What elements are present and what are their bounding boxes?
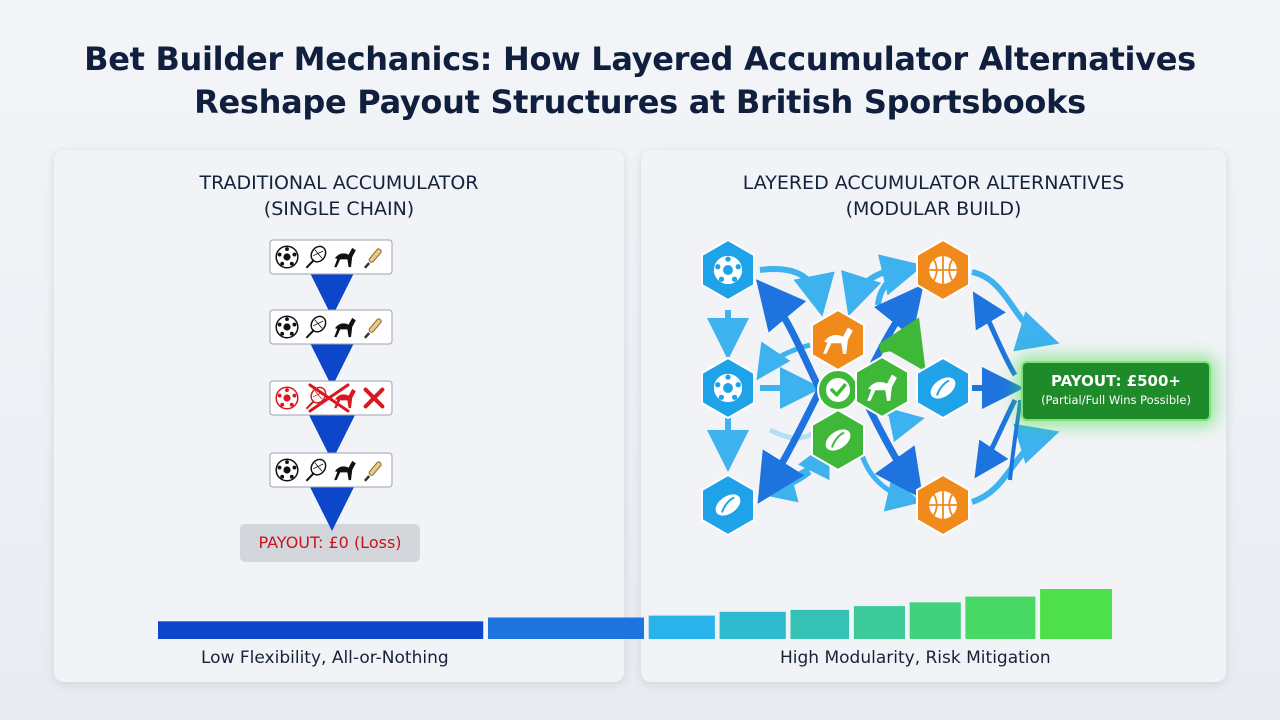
football-icon [712,254,744,286]
network-node [701,474,755,536]
horse-racing-icon [867,374,897,401]
network-nodes-layer [701,239,970,536]
title-line-2: Reshape Payout Structures at British Spo… [194,83,1086,121]
network-node [855,356,909,418]
network-node [701,239,755,301]
title-line-1: Bet Builder Mechanics: How Layered Accum… [84,40,1196,78]
network-node [916,239,970,301]
network-arrow [757,388,824,504]
network-node [817,369,859,411]
horse-racing-icon [823,327,853,354]
network-node [916,357,970,419]
page-title: Bet Builder Mechanics: How Layered Accum… [40,38,1240,124]
win-payout-note: (Partial/Full Wins Possible) [1041,393,1191,407]
football-icon [275,386,299,410]
network-arrows [707,254,1060,512]
network-arrow [756,279,824,392]
network-arrow [878,317,926,372]
check-icon [826,378,850,402]
tennis-icon [305,245,327,269]
horse-racing-icon [334,388,356,409]
network-node [916,474,970,536]
traditional-panel-heading: TRADITIONAL ACCUMULATOR (SINGLE CHAIN) [54,170,624,222]
network-arrow [972,291,1018,377]
horse-racing-icon [334,460,356,481]
traditional-heading-line-2: (SINGLE CHAIN) [263,198,415,220]
football-icon [275,315,299,339]
scale-segment [1040,589,1112,639]
scale-segment [488,617,644,639]
rugby-ball-icon [715,494,741,516]
cricket-icon [363,461,382,482]
cross-out-mark [308,383,350,413]
traditional-accumulator-panel: TRADITIONAL ACCUMULATOR (SINGLE CHAIN) P… [54,150,624,682]
network-node [701,357,755,419]
chain-leg-4 [269,452,393,488]
basketball-icon [929,491,957,519]
scale-segment [909,602,961,639]
layered-panel-heading: LAYERED ACCUMULATOR ALTERNATIVES (MODULA… [641,170,1226,222]
network-arrow [974,398,1018,479]
network-arrow [756,341,811,381]
football-icon [275,458,299,482]
network-arrow [759,266,835,317]
win-payout-badge: PAYOUT: £500+ (Partial/Full Wins Possibl… [1021,361,1211,421]
layered-heading-line-1: LAYERED ACCUMULATOR ALTERNATIVES [742,172,1125,194]
network-node [811,309,865,371]
scale-segment [965,596,1036,639]
cross-icon [363,387,385,409]
horse-racing-icon [334,247,356,268]
football-icon [712,372,744,404]
rugby-ball-icon [930,377,956,399]
high-modularity-label: High Modularity, Risk Mitigation [780,648,1051,668]
rugby-ball-icon [825,429,851,451]
chain-leg-3 [269,380,393,416]
tennis-icon [305,315,327,339]
chain-legs-layer [269,239,393,488]
scale-segment [790,609,850,639]
scale-segment [648,615,715,639]
chain-leg-2 [269,309,393,345]
basketball-icon [929,256,957,284]
flexibility-scale [158,589,1112,639]
win-payout-amount: PAYOUT: £500+ [1051,372,1181,390]
tennis-icon [305,386,327,410]
traditional-heading-line-1: TRADITIONAL ACCUMULATOR [199,172,479,194]
network-arrow [768,427,814,441]
horse-racing-icon [334,317,356,338]
layered-heading-line-2: (MODULAR BUILD) [845,198,1022,220]
network-arrow [971,269,1060,352]
scale-segment [158,621,484,639]
tennis-icon [305,458,327,482]
low-flexibility-label: Low Flexibility, All-or-Nothing [201,648,449,668]
chain-leg-1 [269,239,393,275]
cricket-icon [363,248,382,269]
network-arrow [1008,399,1022,481]
cricket-icon [363,318,382,339]
scale-segment [719,611,786,639]
scale-segment [853,606,905,639]
network-node [811,409,865,471]
football-icon [275,245,299,269]
